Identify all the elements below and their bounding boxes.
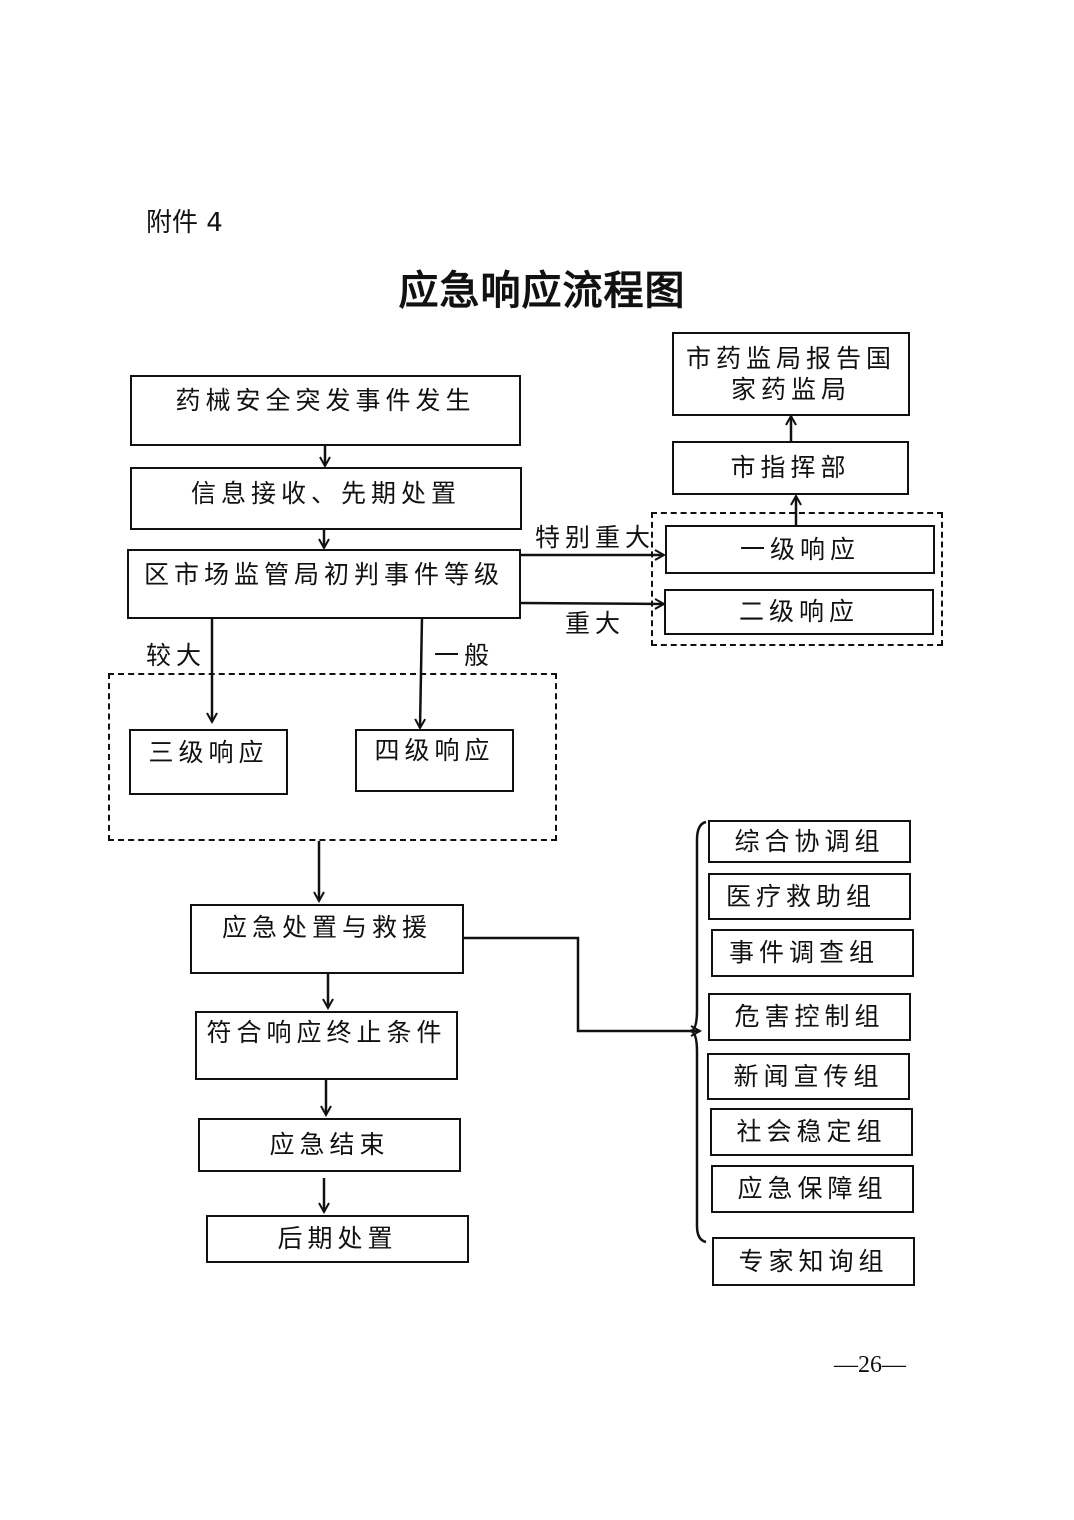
edge-label-especially-major: 特别重大 bbox=[535, 523, 656, 552]
district-judge-text: 区市场监管局初判事件等级 bbox=[143, 560, 504, 589]
termination-text: 符合响应终止条件 bbox=[206, 1018, 447, 1047]
group-box-experts: 专家知询组 bbox=[712, 1237, 915, 1286]
city-report-text: 市药监局报告国 家药监局 bbox=[686, 343, 896, 405]
edge-label-major: 重大 bbox=[565, 609, 626, 638]
disposal-text: 应急处置与救援 bbox=[221, 913, 432, 942]
group-label: 综合协调组 bbox=[734, 826, 885, 856]
group-label: 新闻宣传组 bbox=[733, 1061, 884, 1091]
level4-response-box: 四级响应 bbox=[355, 729, 514, 792]
event-occurs-text: 药械安全突发事件发生 bbox=[175, 386, 476, 415]
edge-label-general: 一般 bbox=[434, 641, 495, 670]
groups-brace bbox=[689, 820, 707, 1244]
group-box-publicity: 新闻宣传组 bbox=[707, 1053, 910, 1100]
info-receive-text: 信息接收、先期处置 bbox=[190, 478, 461, 508]
page-title: 应急响应流程图 bbox=[398, 267, 686, 314]
district-judge-box: 区市场监管局初判事件等级 bbox=[127, 549, 521, 619]
level1-response-text: 一级响应 bbox=[739, 534, 860, 564]
arrow-to-level2 bbox=[519, 603, 664, 604]
level3-response-text: 三级响应 bbox=[148, 738, 269, 767]
city-command-text: 市指挥部 bbox=[730, 453, 851, 482]
aftermath-text: 后期处置 bbox=[277, 1224, 398, 1253]
level3-response-box: 三级响应 bbox=[129, 729, 288, 795]
aftermath-box: 后期处置 bbox=[206, 1215, 469, 1263]
end-box: 应急结束 bbox=[198, 1118, 461, 1172]
group-box-medical: 医疗救助组 bbox=[708, 873, 911, 920]
group-box-investigation: 事件调查组 bbox=[711, 929, 914, 977]
city-command-box: 市指挥部 bbox=[672, 441, 909, 495]
city-report-box: 市药监局报告国 家药监局 bbox=[672, 332, 910, 416]
group-box-social-stability: 社会稳定组 bbox=[710, 1108, 913, 1156]
termination-box: 符合响应终止条件 bbox=[195, 1011, 458, 1080]
group-box-emergency-support: 应急保障组 bbox=[711, 1165, 914, 1213]
end-text: 应急结束 bbox=[269, 1130, 390, 1159]
group-label: 事件调查组 bbox=[729, 938, 880, 967]
arrow-to-level4 bbox=[420, 616, 422, 728]
edge-label-larger: 较大 bbox=[146, 641, 207, 670]
city-report-line2: 家药监局 bbox=[730, 375, 851, 404]
event-occurs-box: 药械安全突发事件发生 bbox=[130, 375, 521, 446]
group-box-coordination: 综合协调组 bbox=[708, 820, 911, 863]
city-report-line1: 市药监局报告国 bbox=[685, 344, 896, 373]
level2-response-text: 二级响应 bbox=[738, 597, 859, 626]
connector-disposal-to-groups bbox=[463, 936, 700, 1031]
group-label: 社会稳定组 bbox=[736, 1117, 887, 1146]
group-label: 危害控制组 bbox=[734, 1002, 885, 1031]
page-number: —26— bbox=[834, 1352, 906, 1378]
group-label: 医疗救助组 bbox=[726, 881, 877, 911]
group-box-hazard-control: 危害控制组 bbox=[708, 993, 911, 1041]
group-label: 应急保障组 bbox=[737, 1174, 888, 1203]
group-label: 专家知询组 bbox=[738, 1246, 889, 1276]
attachment-label: 附件 4 bbox=[146, 208, 223, 238]
level2-response-box: 二级响应 bbox=[664, 589, 934, 635]
level1-response-box: 一级响应 bbox=[665, 525, 935, 574]
level4-response-text: 四级响应 bbox=[374, 736, 495, 765]
info-receive-box: 信息接收、先期处置 bbox=[130, 467, 522, 530]
disposal-box: 应急处置与救援 bbox=[190, 904, 464, 974]
district-response-group bbox=[108, 673, 557, 841]
